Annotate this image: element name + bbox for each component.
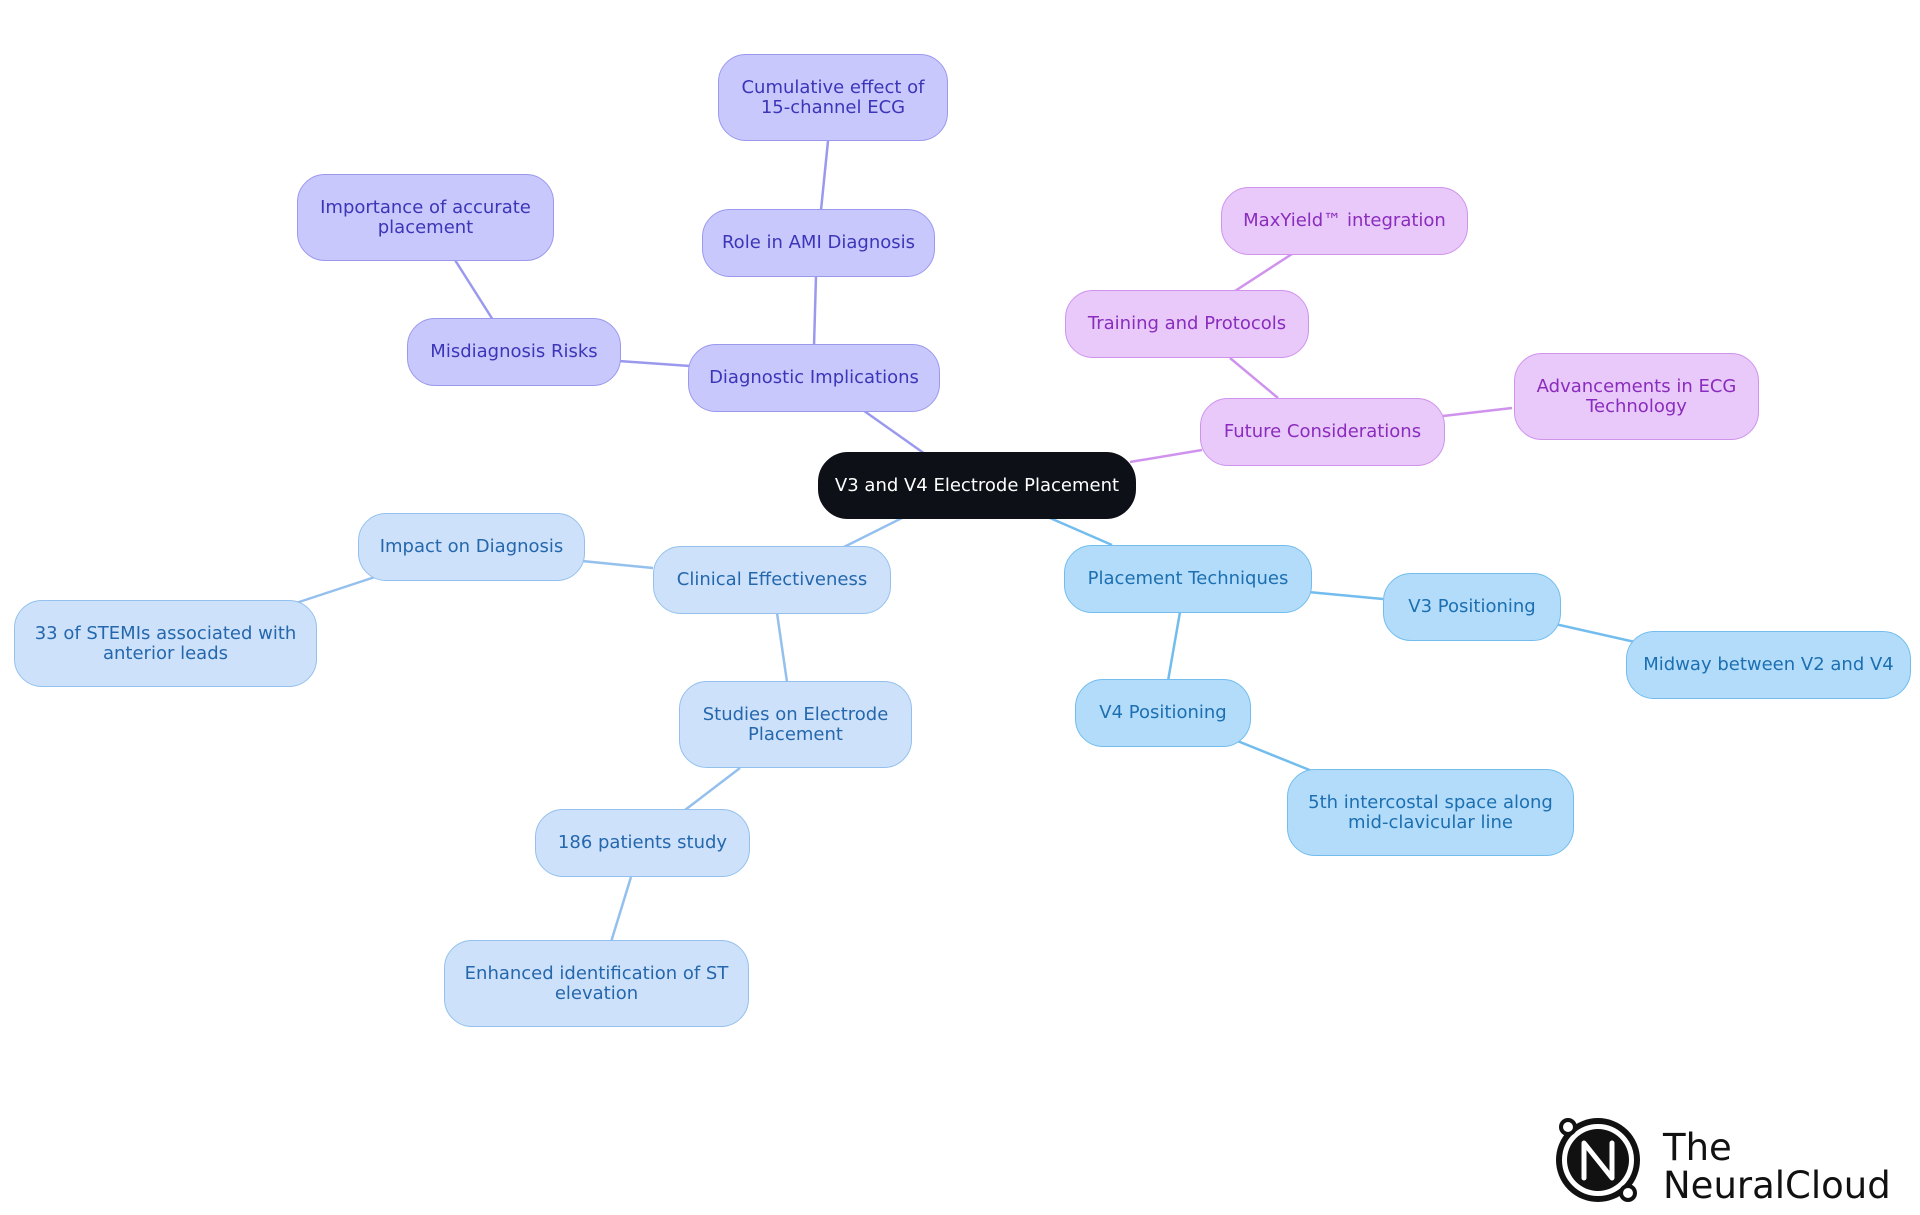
- edge-root-diagnostic: [859, 406, 926, 456]
- root-label: V3 and V4 Electrode Placement: [834, 474, 1120, 496]
- node-label: Placement Techniques: [1087, 568, 1289, 589]
- node-label: 186 patients study: [557, 832, 728, 853]
- node-enhanced-st-elevation[interactable]: Enhanced identification of ST elevation: [444, 940, 749, 1027]
- edge-patients-enhanced: [609, 876, 633, 943]
- node-label: Cumulative effect of 15-channel ECG: [741, 76, 925, 118]
- edge-impact-stemi: [295, 575, 376, 605]
- logo-word-the: The: [1663, 1126, 1732, 1169]
- node-studies-placement[interactable]: Studies on Electrode Placement: [679, 681, 912, 768]
- node-label: Training and Protocols: [1087, 313, 1287, 334]
- node-stemi-anterior[interactable]: 33 of STEMIs associated with anterior le…: [14, 600, 317, 687]
- edge-studies-patients: [684, 767, 741, 811]
- node-cumulative-effect[interactable]: Cumulative effect of 15-channel ECG: [718, 54, 948, 141]
- node-label: Clinical Effectiveness: [676, 569, 868, 590]
- node-label: Impact on Diagnosis: [379, 536, 564, 557]
- node-diagnostic-implications[interactable]: Diagnostic Implications: [688, 344, 940, 412]
- edge-root-placement: [1049, 516, 1113, 547]
- node-label: Role in AMI Diagnosis: [721, 232, 915, 253]
- node-label: Enhanced identification of ST elevation: [464, 962, 729, 1004]
- node-label: Midway between V2 and V4: [1643, 654, 1894, 675]
- edge-future-training: [1229, 357, 1279, 399]
- node-misdiagnosis-risks[interactable]: Misdiagnosis Risks: [407, 318, 621, 386]
- neuralcloud-logo-icon: [1556, 1118, 1640, 1202]
- edge-clinical-impact: [581, 559, 654, 570]
- node-186-patients[interactable]: 186 patients study: [535, 809, 750, 877]
- logo-word-neuralcloud: NeuralCloud: [1663, 1164, 1891, 1207]
- node-label: V3 Positioning: [1408, 596, 1536, 617]
- edge-placement-v3: [1307, 590, 1384, 601]
- edge-root-future: [1129, 448, 1203, 464]
- node-clinical-effectiveness[interactable]: Clinical Effectiveness: [653, 546, 891, 614]
- node-label: Future Considerations: [1223, 421, 1422, 442]
- node-label: Studies on Electrode Placement: [702, 703, 889, 745]
- edge-future-advancements: [1442, 406, 1513, 418]
- edge-role-cumulative: [819, 140, 830, 211]
- node-label: Importance of accurate placement: [320, 196, 531, 238]
- node-maxyield-integration[interactable]: MaxYield™ integration: [1221, 187, 1468, 255]
- edge-v4-detail: [1234, 738, 1313, 773]
- node-label: MaxYield™ integration: [1243, 210, 1446, 231]
- node-ecg-advancements[interactable]: Advancements in ECG Technology: [1514, 353, 1759, 440]
- node-label: Diagnostic Implications: [709, 367, 919, 388]
- node-role-ami-diagnosis[interactable]: Role in AMI Diagnosis: [702, 209, 935, 277]
- edge-training-maxyield: [1234, 252, 1293, 293]
- node-v3-midway[interactable]: Midway between V2 and V4: [1626, 631, 1911, 699]
- edge-placement-v4: [1166, 611, 1182, 682]
- node-training-protocols[interactable]: Training and Protocols: [1065, 290, 1309, 358]
- node-label: V4 Positioning: [1099, 702, 1227, 723]
- edge-diagnostic-misdiagnosis: [618, 359, 691, 368]
- node-importance-placement[interactable]: Importance of accurate placement: [297, 174, 554, 261]
- node-impact-diagnosis[interactable]: Impact on Diagnosis: [358, 513, 585, 581]
- node-label: 5th intercostal space along mid-clavicul…: [1308, 791, 1553, 833]
- node-placement-techniques[interactable]: Placement Techniques: [1064, 545, 1312, 613]
- node-label: Misdiagnosis Risks: [430, 341, 598, 362]
- edge-diagnostic-role: [812, 275, 818, 347]
- edge-root-clinical: [841, 515, 905, 550]
- node-label: 33 of STEMIs associated with anterior le…: [34, 622, 297, 664]
- root-node[interactable]: V3 and V4 Electrode Placement: [818, 452, 1136, 519]
- node-future-considerations[interactable]: Future Considerations: [1200, 398, 1445, 466]
- node-v3-positioning[interactable]: V3 Positioning: [1383, 573, 1561, 641]
- edge-v3-detail: [1554, 622, 1636, 644]
- node-v4-intercostal[interactable]: 5th intercostal space along mid-clavicul…: [1287, 769, 1574, 856]
- neuralcloud-logo: The NeuralCloud: [1556, 1114, 1896, 1206]
- node-v4-positioning[interactable]: V4 Positioning: [1075, 679, 1251, 747]
- edge-clinical-studies: [775, 612, 789, 683]
- edge-misdiagnosis-importance: [453, 259, 495, 321]
- node-label: Advancements in ECG Technology: [1536, 375, 1737, 417]
